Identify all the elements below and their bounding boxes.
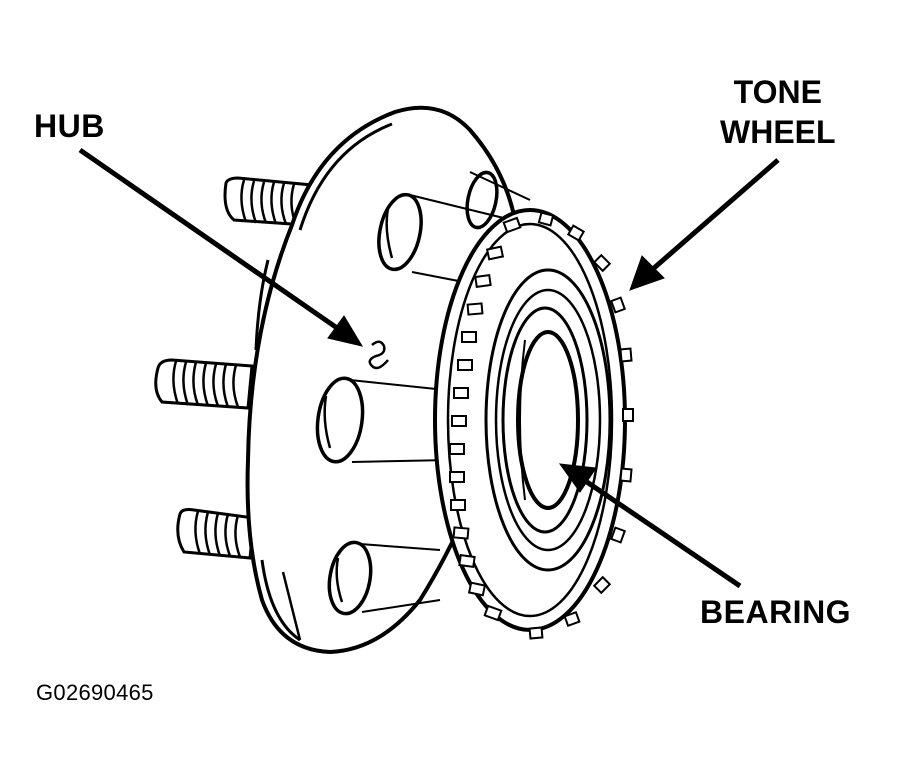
bearing-label: BEARING [700,594,852,630]
hub-label: HUB [34,108,105,144]
tone-wheel-label-line2: WHEEL [720,114,836,150]
bearing-arrow-icon [558,463,742,589]
bearing [484,268,612,572]
tone-wheel-label: TONE WHEEL [720,72,836,152]
tone-wheel-teeth [449,211,634,640]
tone-wheel-arrow-icon [629,158,780,291]
stud-bottom [176,508,256,560]
figure-id: G02690465 [36,680,154,705]
hub-arrow-icon [78,147,364,347]
callout-arrows [78,147,780,589]
tone-wheel-label-line1: TONE [733,74,822,110]
stud-middle [154,358,254,410]
